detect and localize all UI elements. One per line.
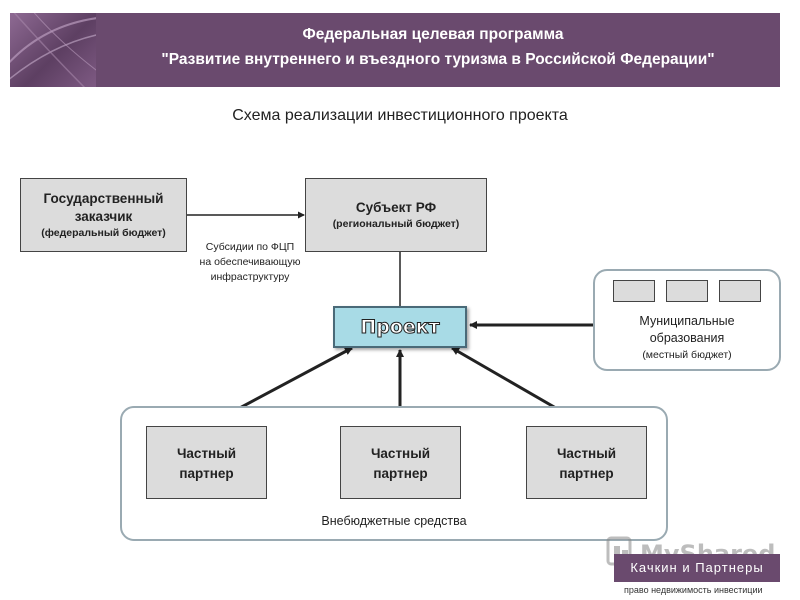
subject-rf-box: Субъект РФ (региональный бюджет) (305, 178, 487, 252)
gov-customer-budget: (федеральный бюджет) (41, 227, 166, 239)
partner-2-line2: партнер (373, 466, 428, 481)
partner-3-line2: партнер (559, 466, 614, 481)
banner-title-line1: Федеральная целевая программа (302, 26, 564, 43)
gov-customer-line2: заказчик (74, 209, 133, 224)
partner-box-3: Частный партнер (526, 426, 647, 499)
municipal-unit-3 (719, 280, 761, 302)
company-logo: Качкин и Партнеры (614, 554, 780, 582)
subsidies-line2: на обеспечивающую (199, 256, 301, 268)
municipal-panel: Муниципальные образования (местный бюдже… (593, 269, 781, 371)
gov-customer-box: Государственный заказчик (федеральный бю… (20, 178, 187, 252)
project-box: Проект (333, 306, 467, 348)
subsidies-label: Субсидии по ФЦП на обеспечивающую инфрас… (178, 240, 322, 285)
subsidies-line3: инфраструктуру (210, 271, 290, 283)
partner-3-line1: Частный (556, 446, 617, 461)
gov-customer-line1: Государственный (43, 191, 164, 206)
municipal-budget: (местный бюджет) (642, 349, 732, 361)
subject-rf-title: Субъект РФ (355, 200, 437, 215)
partner-1-line1: Частный (176, 446, 237, 461)
municipal-unit-1 (613, 280, 655, 302)
partner-1-line2: партнер (179, 466, 234, 481)
subject-rf-budget: (региональный бюджет) (332, 218, 460, 230)
subsidies-line1: Субсидии по ФЦП (205, 241, 295, 253)
scheme-title: Схема реализации инвестиционного проекта (232, 107, 568, 124)
partner-box-2: Частный партнер (340, 426, 461, 499)
company-name: Качкин и Партнеры (630, 560, 764, 575)
banner-title-line2: "Развитие внутреннего и въездного туризм… (161, 51, 715, 68)
municipal-label: Муниципальные образования (местный бюдже… (595, 313, 779, 363)
municipal-unit-2 (666, 280, 708, 302)
partner-2-line1: Частный (370, 446, 431, 461)
offbudget-label: Внебюджетные средства (321, 514, 467, 528)
municipal-line1: Муниципальные (639, 314, 735, 328)
title-banner: Федеральная целевая программа "Развитие … (10, 13, 780, 87)
partner-box-1: Частный партнер (146, 426, 267, 499)
municipal-line2: образования (649, 331, 725, 345)
company-tagline: право недвижимость инвестиции (624, 585, 763, 595)
project-label: Проект (360, 316, 440, 339)
banner-decoration (10, 13, 96, 87)
